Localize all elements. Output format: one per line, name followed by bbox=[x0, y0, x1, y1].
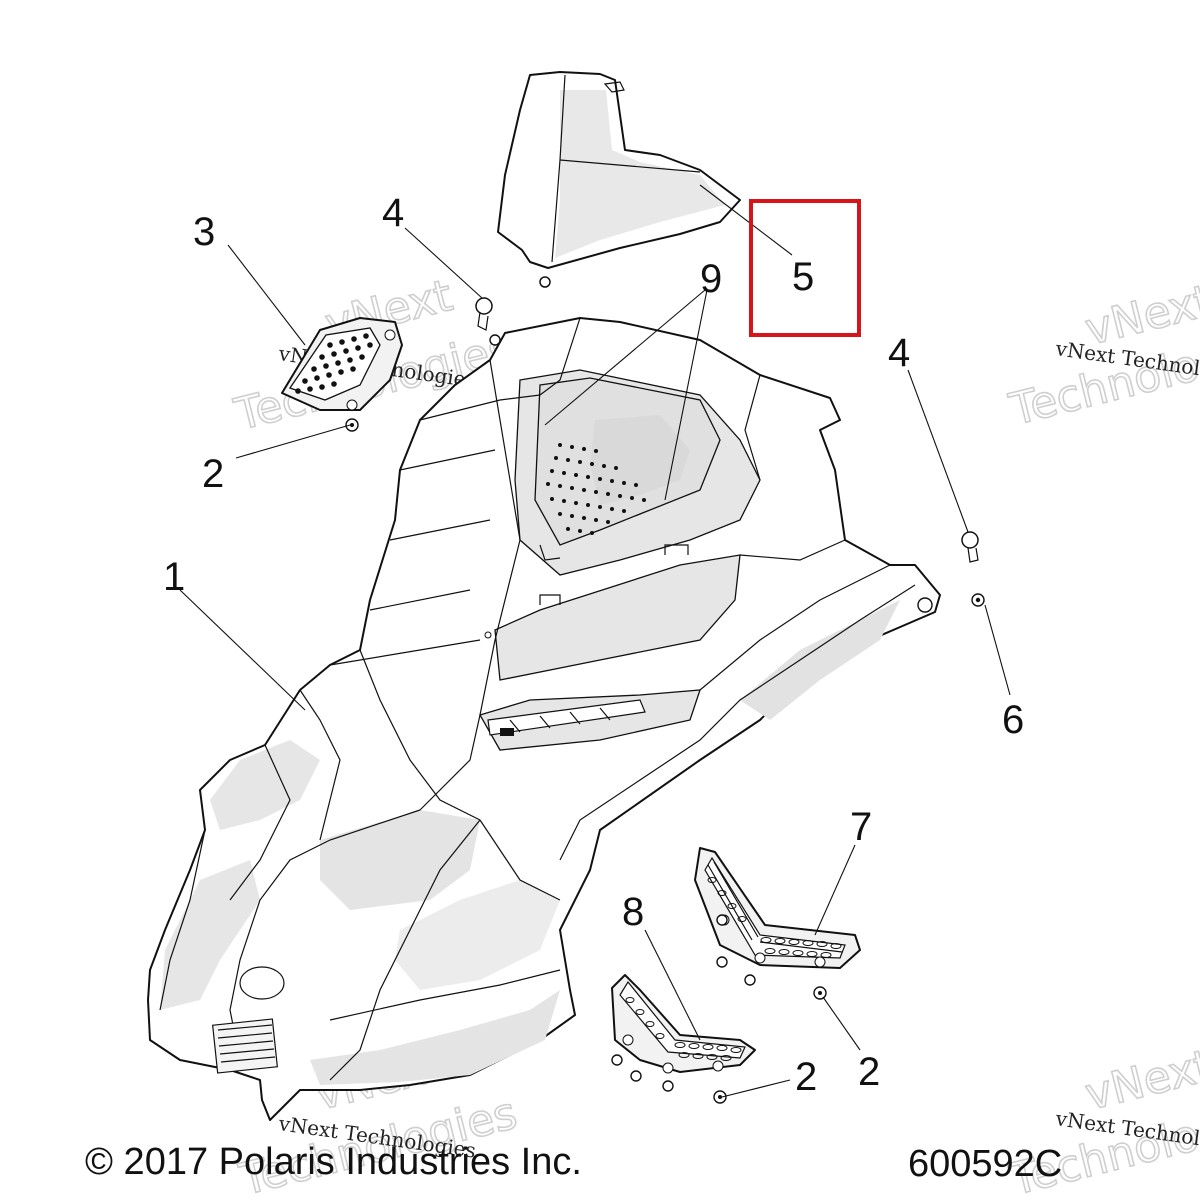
pocket-mesh bbox=[546, 443, 646, 535]
nose-vent bbox=[211, 1018, 279, 1074]
callout-7: 7 bbox=[850, 805, 872, 849]
quarter-turn-fastener bbox=[961, 531, 979, 563]
callout-highlight-box bbox=[749, 199, 861, 337]
watermark-right-top: vNext Technologies vNext Technologies bbox=[1004, 274, 1200, 436]
callout-5: 5 bbox=[792, 255, 814, 299]
callout-8: 8 bbox=[622, 890, 644, 934]
callout-1: 1 bbox=[163, 555, 185, 599]
fasteners bbox=[345, 297, 985, 1104]
quarter-turn-fastener bbox=[475, 297, 493, 331]
right-vent-mesh-part bbox=[694, 847, 861, 969]
leader-lines bbox=[179, 184, 1011, 1098]
center-vent bbox=[487, 699, 646, 736]
callout-4: 4 bbox=[888, 331, 910, 375]
watermark-brand: vNext bbox=[1080, 1040, 1200, 1121]
windshield-part bbox=[497, 71, 741, 288]
callouts: 1 2 2 2 3 4 4 5 6 7 8 9 bbox=[163, 191, 1024, 1099]
callout-2: 2 bbox=[795, 1055, 817, 1099]
callout-2: 2 bbox=[858, 1050, 880, 1094]
left-vent-mesh-part bbox=[611, 974, 756, 1074]
callout-9: 9 bbox=[700, 257, 722, 301]
diagram-number: 600592C bbox=[908, 1143, 1062, 1185]
copyright-text: © 2017 Polaris Industries Inc. bbox=[85, 1141, 582, 1183]
callout-3: 3 bbox=[193, 210, 215, 254]
upper-vent-mesh-part bbox=[281, 317, 403, 411]
callout-6: 6 bbox=[1002, 698, 1024, 742]
callout-4: 4 bbox=[382, 191, 404, 235]
hood-part bbox=[147, 317, 941, 1121]
callout-2: 2 bbox=[202, 452, 224, 496]
